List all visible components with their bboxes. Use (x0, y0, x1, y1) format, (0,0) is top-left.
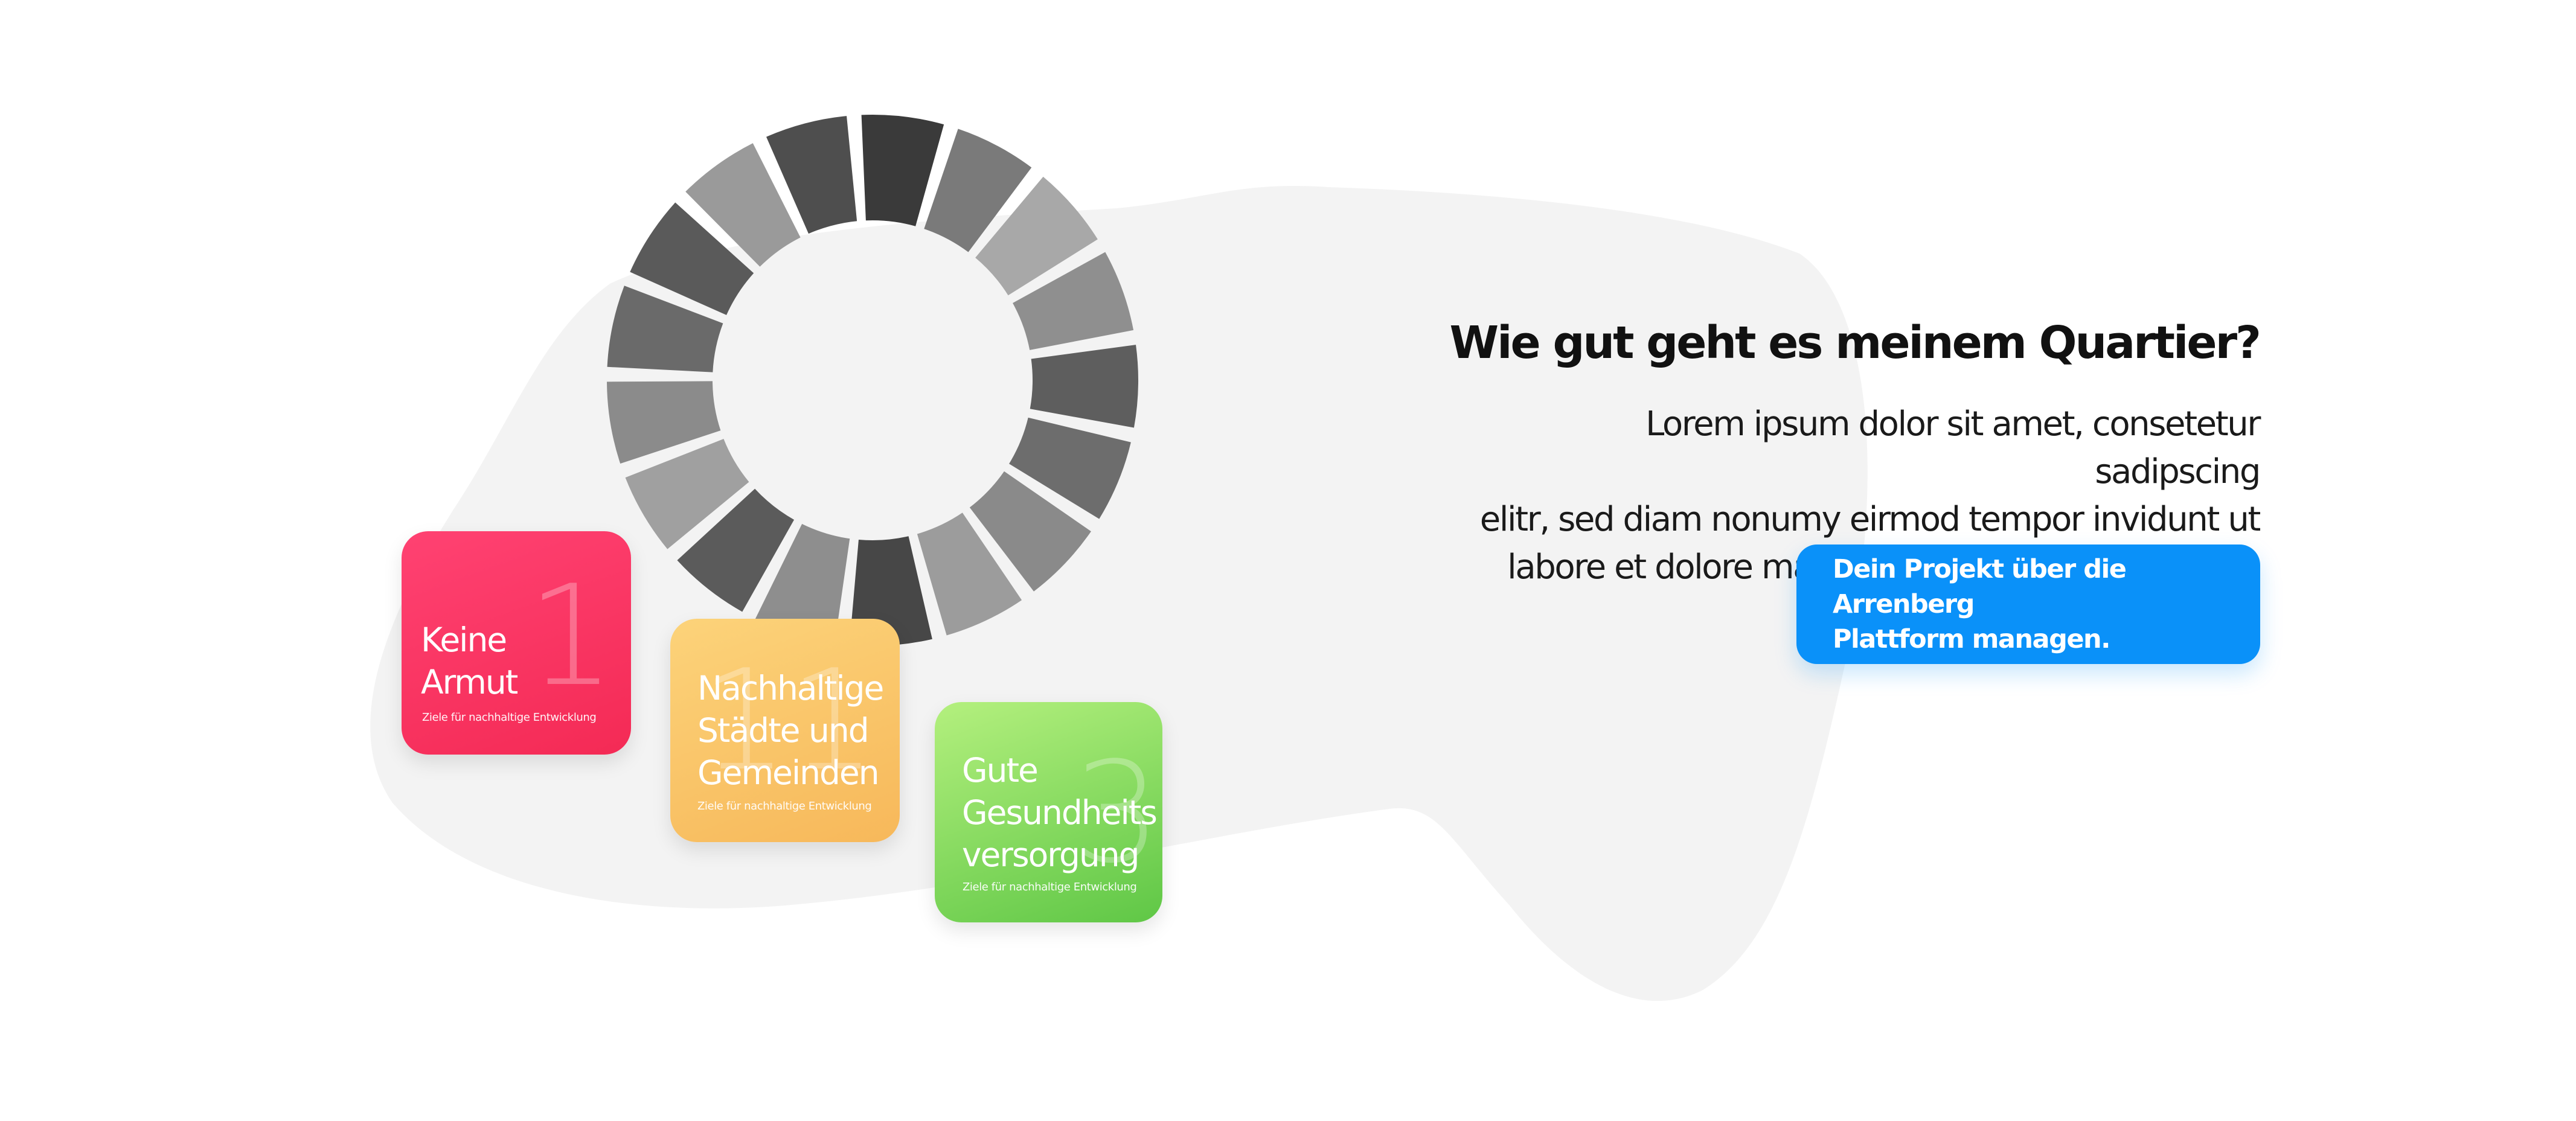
wheel-segment (975, 176, 1098, 296)
wheel-segment (677, 488, 795, 612)
wheel-segment (861, 115, 944, 226)
tile-caption: Ziele für nachhaltige Entwicklung (963, 881, 1137, 893)
wheel-segment (630, 202, 754, 315)
manage-project-button[interactable]: Dein Projekt über die Arrenberg Plattfor… (1796, 545, 2260, 664)
wheel-segment (1009, 417, 1131, 519)
tile-number: 11 (700, 640, 877, 802)
goal-tile-nachhaltige-staedte[interactable]: 11 Nachhaltige Städte und Gemeinden Ziel… (670, 619, 900, 842)
wheel-segment (849, 536, 932, 646)
page-title: Wie gut geht es meinem Quartier? (1449, 316, 2261, 369)
tile-title: Gute Gesundheits versorgung (962, 751, 1158, 874)
wheel-segment (969, 471, 1091, 592)
wheel-segment (766, 116, 857, 234)
wheel-segment (607, 286, 723, 372)
wheel-segment (1030, 345, 1138, 428)
tile-caption: Ziele für nachhaltige Entwicklung (422, 711, 597, 724)
wheel-segment (1013, 252, 1134, 350)
goal-tile-gute-gesundheit[interactable]: 3 Gute Gesundheits versorgung Ziele für … (935, 702, 1162, 922)
wheel-segment (607, 381, 721, 464)
sdg-wheel-icon (607, 115, 1138, 646)
goal-tile-keine-armut[interactable]: 1 Keine Armut Ziele für nachhaltige Entw… (402, 531, 631, 755)
tile-title: Nachhaltige Städte und Gemeinden (697, 669, 884, 792)
wheel-segment (924, 129, 1032, 252)
tile-title: Keine Armut (421, 621, 518, 701)
tile-caption: Ziele für nachhaltige Entwicklung (697, 800, 872, 813)
tile-number: 3 (1072, 733, 1161, 894)
wheel-segment (755, 523, 850, 644)
wheel-segment (685, 143, 801, 267)
tile-number: 1 (527, 556, 615, 717)
wheel-segment (625, 439, 749, 549)
wheel-segment (917, 513, 1022, 636)
